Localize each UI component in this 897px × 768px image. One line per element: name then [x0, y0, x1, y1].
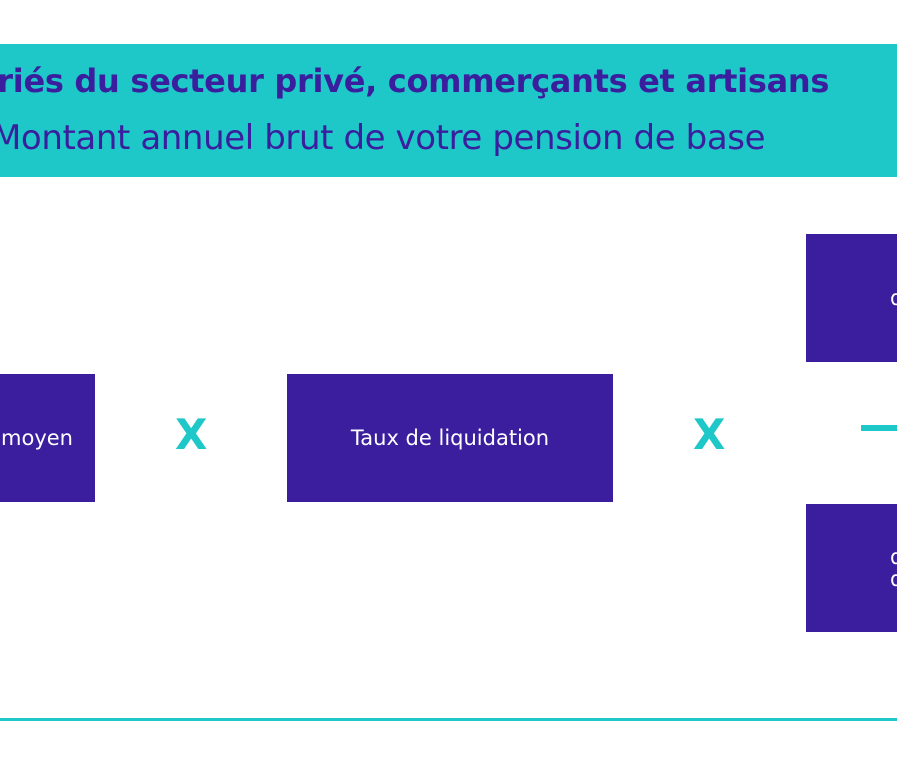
header-banner: ariés du secteur privé, commerçants et a…	[0, 44, 897, 177]
fraction-denominator-box: d d	[806, 504, 897, 632]
fraction-numerator-box: d	[806, 234, 897, 362]
banner-subtitle: Montant annuel brut de votre pension de …	[0, 118, 766, 158]
banner-title: ariés du secteur privé, commerçants et a…	[0, 62, 830, 100]
numerator-label: d	[890, 286, 897, 310]
footer-divider	[0, 718, 897, 721]
liquidation-rate-box: Taux de liquidation	[287, 374, 613, 502]
salary-box: moyen	[0, 374, 95, 502]
salary-box-label: moyen	[1, 426, 73, 450]
liquidation-rate-label: Taux de liquidation	[350, 426, 550, 450]
multiply-operator-2: X	[693, 410, 726, 459]
denominator-label-line1: d	[890, 545, 897, 569]
denominator-label-line2: d	[890, 567, 897, 591]
fraction-bar	[861, 425, 897, 431]
multiply-operator-1: X	[175, 410, 208, 459]
